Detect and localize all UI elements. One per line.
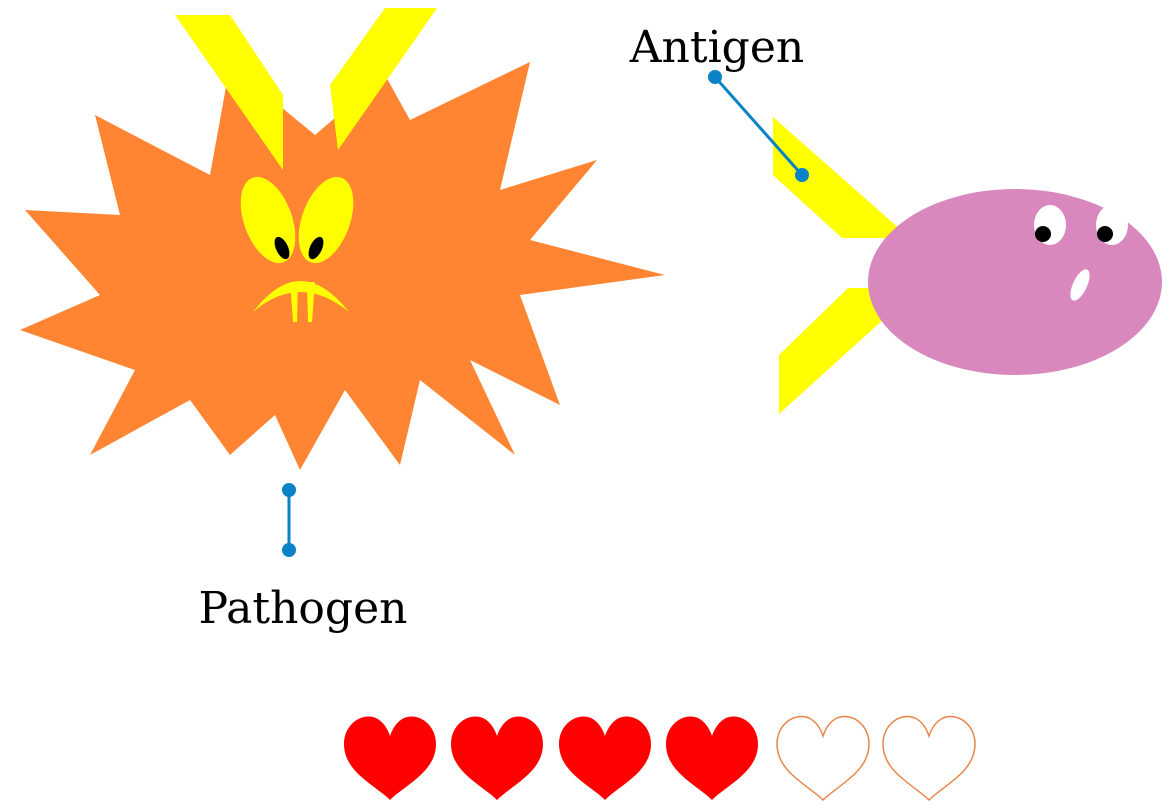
pathogen-label: Pathogen <box>199 583 408 634</box>
lives-meter <box>344 716 975 800</box>
antigen-label: Antigen <box>629 22 804 73</box>
empty-heart-icon <box>883 716 975 800</box>
immune-cell[interactable] <box>773 117 1162 414</box>
antigen-callout-line <box>715 77 802 175</box>
pathogen-callout <box>282 483 296 557</box>
antigen-callout-dot-bottom <box>795 168 809 182</box>
cell-antigen-spike-top <box>773 117 910 238</box>
filled-heart-icon <box>344 716 436 800</box>
empty-heart-icon <box>777 716 869 800</box>
antigen-callout <box>708 70 809 182</box>
cell-pupil-right <box>1097 226 1113 242</box>
filled-heart-icon <box>559 716 651 800</box>
pathogen[interactable] <box>20 8 665 470</box>
cell-pupil-left <box>1035 226 1051 242</box>
filled-heart-icon <box>451 716 543 800</box>
pathogen-callout-dot-bottom <box>282 543 296 557</box>
filled-heart-icon <box>666 716 758 800</box>
pathogen-callout-dot-top <box>282 483 296 497</box>
